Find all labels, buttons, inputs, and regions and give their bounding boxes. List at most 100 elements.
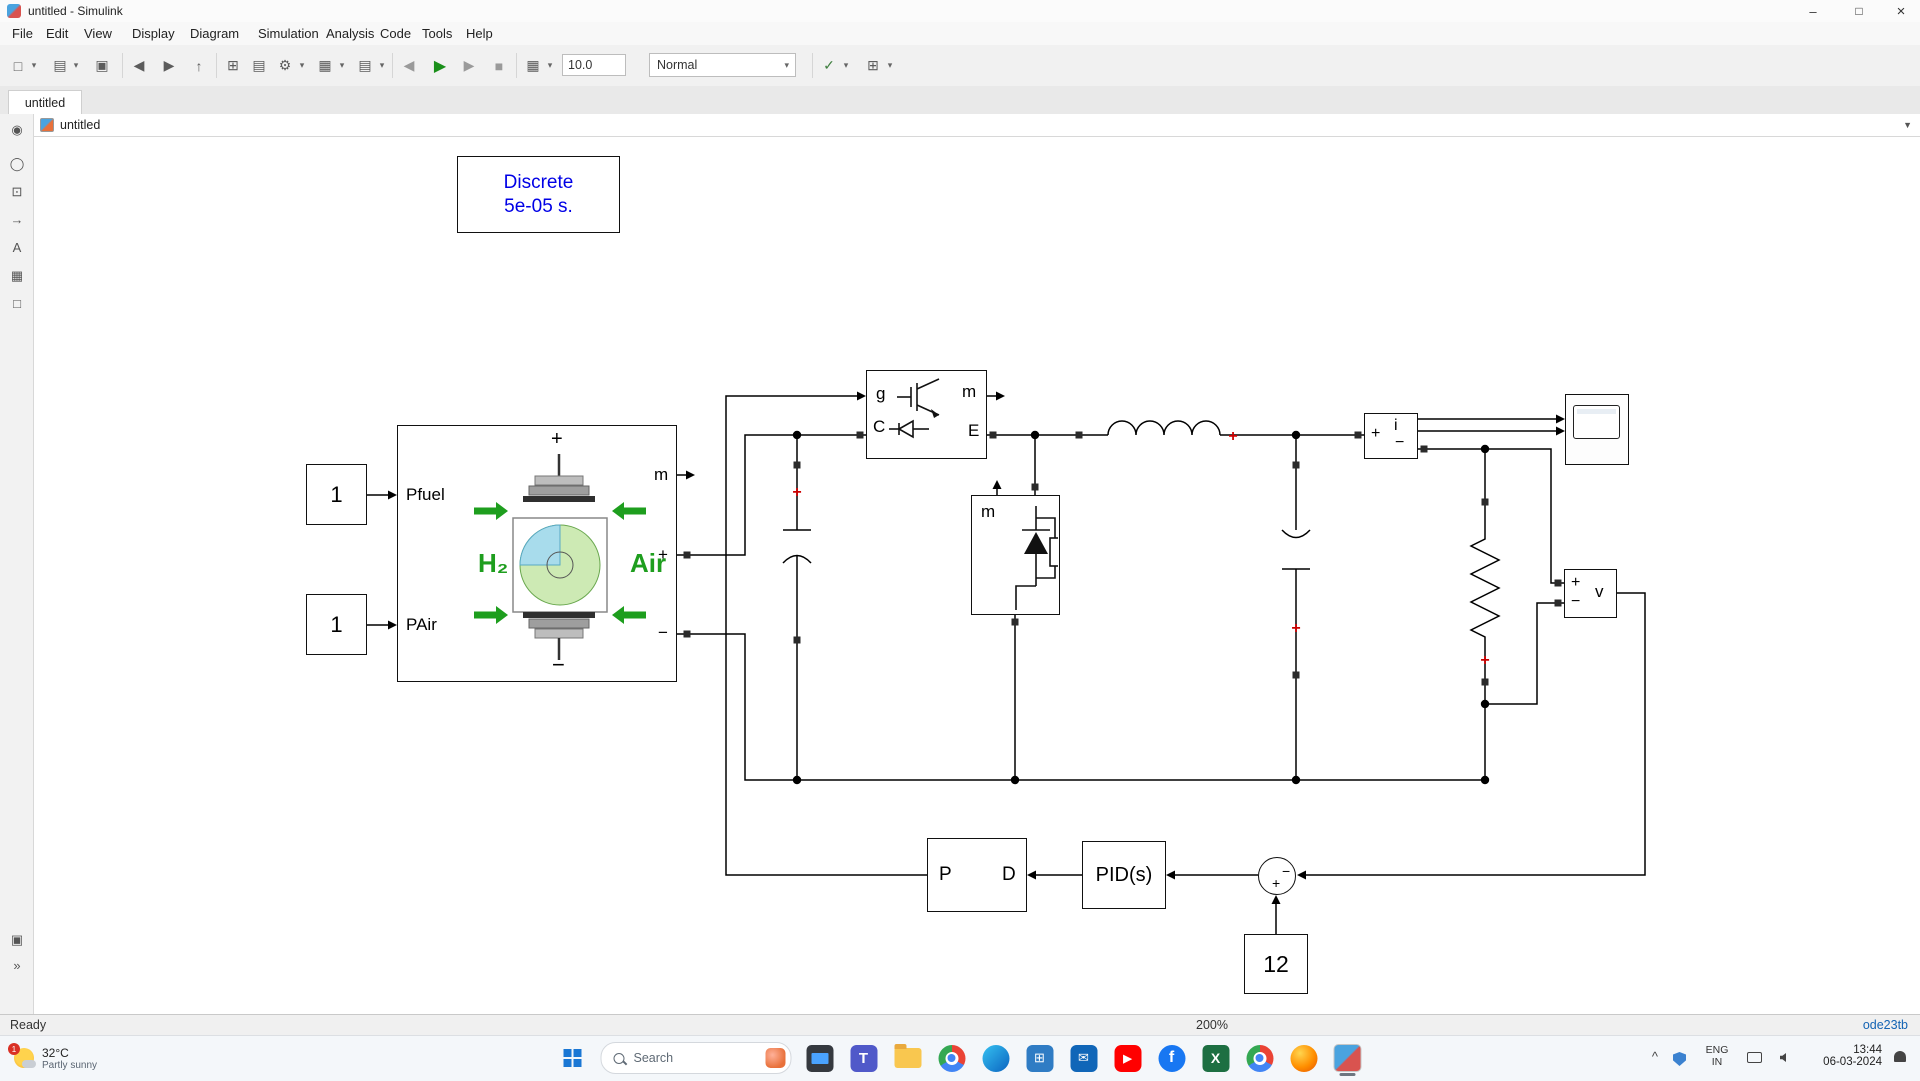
search-label: Search	[633, 1051, 674, 1065]
igbt-symbol	[889, 378, 940, 439]
menu-tools[interactable]: Tools	[422, 26, 453, 41]
start-button[interactable]	[557, 1042, 589, 1074]
configuration-gear-button[interactable]: ⚙	[278, 57, 292, 73]
back-button[interactable]: ◀	[133, 57, 145, 73]
menu-display[interactable]: Display	[132, 26, 175, 41]
menu-code[interactable]: Code	[380, 26, 412, 41]
image-annotation-icon[interactable]: ▦	[10, 268, 24, 283]
step-forward-button[interactable]: ▶	[463, 57, 475, 73]
menu-view[interactable]: View	[84, 26, 112, 41]
simulation-manager-button[interactable]: ▦	[526, 57, 540, 73]
menu-help[interactable]: Help	[466, 26, 493, 41]
menu-diagram[interactable]: Diagram	[190, 26, 240, 41]
menu-simulation[interactable]: Simulation	[258, 26, 319, 41]
app-teams[interactable]: T	[848, 1042, 880, 1074]
junction-dots	[792, 430, 1490, 785]
search-box[interactable]: Search	[600, 1042, 792, 1074]
run-button[interactable]: ▶	[433, 57, 447, 75]
stop-button[interactable]: ■	[494, 57, 504, 74]
close-button[interactable]: ×	[1896, 2, 1906, 20]
app-chrome[interactable]	[936, 1042, 968, 1074]
constant-pfuel-block[interactable]: 1	[306, 464, 367, 525]
app-outlook[interactable]: ✉	[1068, 1042, 1100, 1074]
app-folder[interactable]	[892, 1042, 924, 1074]
menu-analysis[interactable]: Analysis	[326, 26, 375, 41]
save-button[interactable]: ▣	[95, 57, 109, 73]
step-back-button[interactable]: ◀	[403, 57, 415, 73]
igbt-block[interactable]: g m C E	[866, 370, 987, 459]
screenshot-icon[interactable]: ▣	[10, 932, 24, 947]
maximize-button[interactable]: □	[1855, 4, 1863, 18]
app-edge[interactable]	[980, 1042, 1012, 1074]
update-diagram-dropdown[interactable]: ▾	[887, 60, 893, 70]
sim-mode-select[interactable]: Normal ▾	[649, 53, 796, 77]
speaker-icon[interactable]	[1780, 1053, 1786, 1062]
app-youtube[interactable]: ▶	[1112, 1042, 1144, 1074]
simulation-manager-dropdown[interactable]: ▾	[547, 60, 553, 70]
update-diagram-button[interactable]: ⊞	[867, 57, 879, 73]
app-file-explorer[interactable]	[804, 1042, 836, 1074]
notification-bell-icon[interactable]	[1894, 1051, 1906, 1062]
hide-browser-icon[interactable]: ◉	[11, 122, 23, 137]
menu-edit[interactable]: Edit	[46, 26, 69, 41]
library-browser-button[interactable]: ⊞	[227, 57, 239, 73]
tab-untitled[interactable]: untitled	[8, 90, 82, 114]
forward-button[interactable]: ▶	[163, 57, 175, 73]
forward-nav-icon[interactable]: →	[10, 212, 24, 227]
breadcrumb-chevron-icon[interactable]: ▼	[1903, 120, 1912, 130]
pwm-generator-block[interactable]: P D	[927, 838, 1027, 912]
signal-table-button[interactable]: ▦	[318, 57, 332, 73]
fuel-cell-stack-block[interactable]: + − H₂ Air Pfuel PAir m + −	[397, 425, 677, 682]
app-store[interactable]: ⊞	[1024, 1042, 1056, 1074]
cloud-icon	[22, 1060, 36, 1068]
pid-controller-block[interactable]: PID(s)	[1082, 841, 1166, 909]
app-chrome-2[interactable]	[1244, 1042, 1276, 1074]
sim-stop-time-input[interactable]	[562, 54, 626, 76]
print-dropdown[interactable]: ▾	[379, 60, 385, 70]
diode-block[interactable]: m	[971, 495, 1060, 615]
open-model-dropdown[interactable]: ▾	[73, 60, 79, 70]
model-advisor-dropdown[interactable]: ▾	[843, 60, 849, 70]
app-simulink-active[interactable]	[1332, 1042, 1364, 1076]
scope-block[interactable]	[1565, 394, 1629, 465]
scope-screen-inner	[1577, 409, 1616, 414]
menu-file[interactable]: File	[12, 26, 33, 41]
up-to-parent-button[interactable]: ↑	[195, 57, 203, 74]
new-model-button[interactable]: □	[13, 57, 23, 74]
annotation-icon[interactable]: A	[12, 240, 22, 255]
model-advisor-button[interactable]: ✓	[823, 57, 835, 73]
expand-rail-icon[interactable]: »	[13, 958, 21, 973]
fit-to-view-icon[interactable]: ⊡	[11, 184, 23, 199]
taskbar-center: Search T ⊞ ✉ ▶ f X	[557, 1038, 1364, 1078]
weather-widget[interactable]: 1 32°C Partly sunny	[6, 1039, 156, 1078]
tray-expand-chevron[interactable]: ^	[1651, 1049, 1658, 1064]
model-browser-button[interactable]: ▤	[252, 57, 266, 73]
constant-pair-block[interactable]: 1	[306, 594, 367, 655]
security-shield-icon[interactable]	[1673, 1052, 1686, 1066]
voltage-measurement-block[interactable]: + − v	[1564, 569, 1617, 618]
area-annotation-icon[interactable]: □	[13, 296, 21, 311]
configuration-dropdown[interactable]: ▾	[299, 60, 305, 70]
constant-ref-block[interactable]: 12	[1244, 934, 1308, 994]
signal-table-dropdown[interactable]: ▾	[339, 60, 345, 70]
print-button[interactable]: ▤	[358, 57, 372, 73]
powergui-block[interactable]: Discrete 5e-05 s.	[457, 156, 620, 233]
signal-wires[interactable]	[367, 395, 1646, 934]
app-firefox[interactable]	[1288, 1042, 1320, 1074]
app-excel[interactable]: X	[1200, 1042, 1232, 1074]
open-model-button[interactable]: ▤	[53, 57, 67, 73]
clock-widget[interactable]: 13:44 06-03-2024	[1796, 1044, 1882, 1068]
toolbar-separator	[216, 53, 217, 78]
zoom-icon[interactable]: ◯	[9, 156, 25, 171]
sum-minus-sign: −	[1282, 863, 1291, 879]
current-measurement-block[interactable]: + i −	[1364, 413, 1418, 459]
powergui-line2: 5e-05 s.	[504, 195, 573, 217]
app-facebook[interactable]: f	[1156, 1042, 1188, 1074]
sum-block[interactable]: − +	[1258, 857, 1296, 895]
new-model-dropdown[interactable]: ▾	[31, 60, 37, 70]
language-indicator[interactable]: ENG IN	[1700, 1044, 1734, 1068]
igbt-port-m: m	[962, 382, 977, 401]
display-icon[interactable]	[1747, 1052, 1762, 1063]
breadcrumb[interactable]: untitled	[60, 118, 101, 132]
minimize-button[interactable]: –	[1809, 3, 1817, 19]
